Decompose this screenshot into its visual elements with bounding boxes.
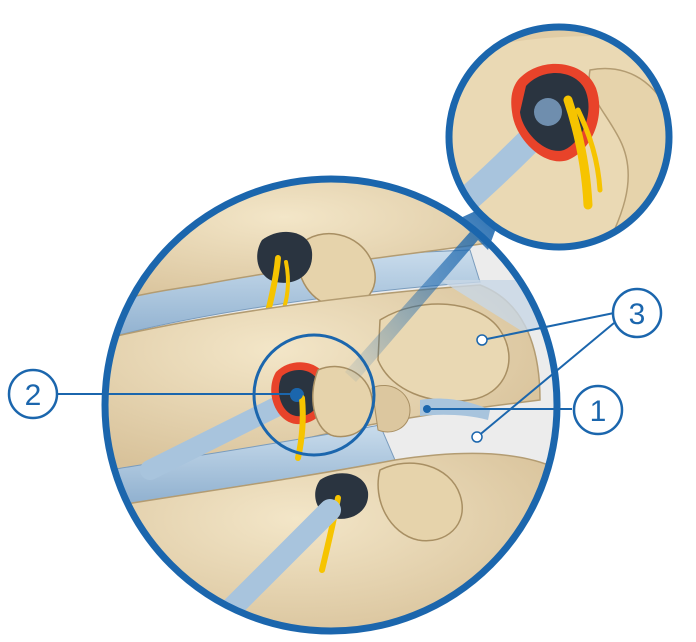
facet-joint-lower	[377, 462, 463, 542]
callout-3: 3	[611, 287, 663, 339]
nerve-root-zoom	[563, 95, 593, 210]
callout-3-label: 3	[629, 298, 646, 331]
callout-1: 1	[572, 384, 624, 436]
zoom-arrow	[345, 196, 508, 382]
callout-2: 2	[7, 368, 59, 420]
zoom-inset	[445, 23, 673, 251]
zoom-circle-ring	[445, 23, 673, 251]
vertebral-arch	[377, 303, 510, 402]
neural-foramen-upper	[257, 231, 313, 283]
main-circle-view	[101, 175, 561, 635]
main-circle-ring	[101, 175, 561, 635]
callout-2-label: 2	[25, 379, 42, 412]
callout-leaders	[57, 312, 615, 438]
callout-1-label: 1	[590, 395, 607, 428]
